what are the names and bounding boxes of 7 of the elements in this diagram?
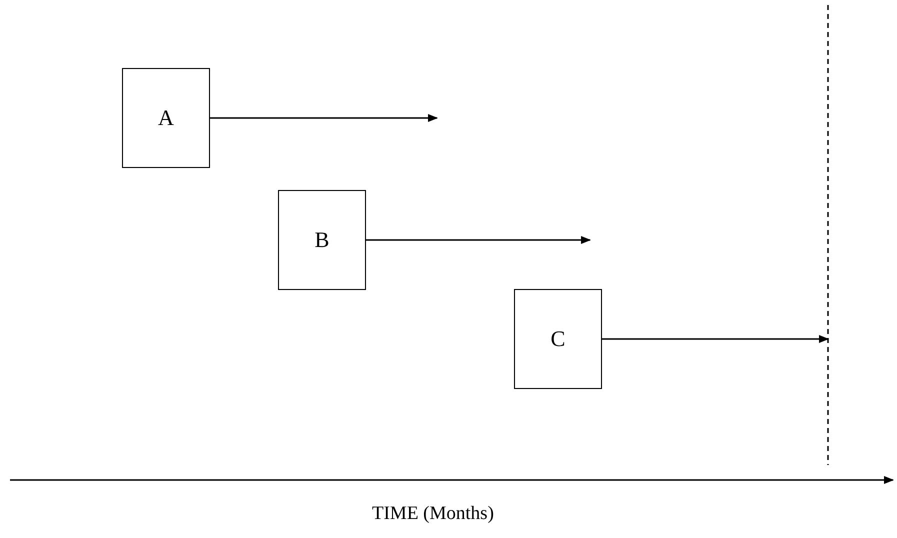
- task-box: B: [278, 190, 366, 290]
- task-box: A: [122, 68, 210, 168]
- task-box: C: [514, 289, 602, 389]
- arrow: [602, 335, 829, 343]
- axis-label: TIME (Months): [372, 503, 494, 525]
- arrow: [366, 236, 591, 244]
- arrow: [210, 114, 438, 122]
